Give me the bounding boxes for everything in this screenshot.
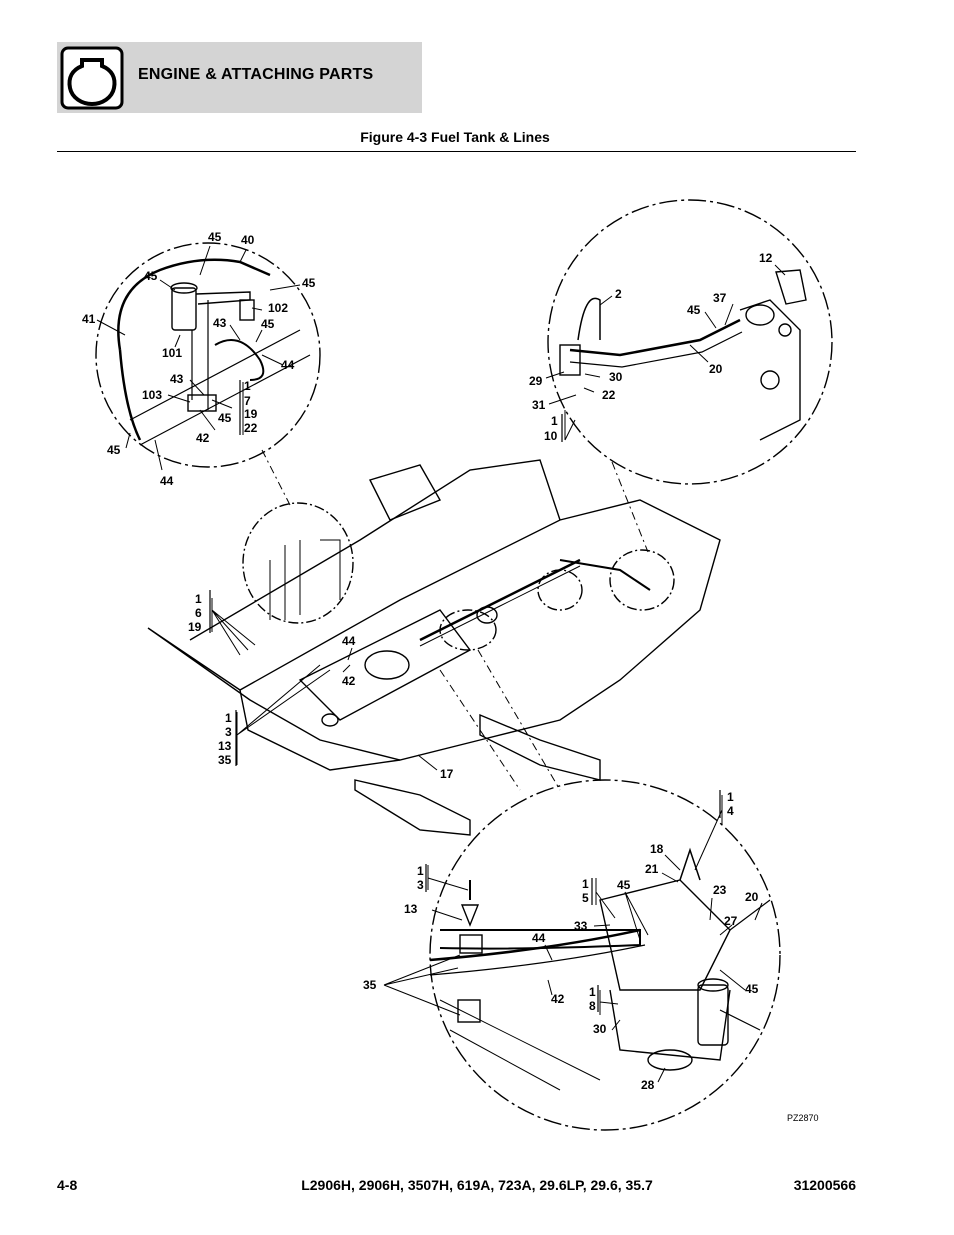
callout: 29 [529,374,543,388]
callout: 44 [532,931,546,945]
callout: 31 [532,398,546,412]
figure-title: Figure 4-3 Fuel Tank & Lines [360,129,550,145]
callout: 13 [218,739,232,753]
callout: 17 [440,767,454,781]
callout: 43 [170,372,184,386]
callout: 3 [225,725,232,739]
callout: 8 [589,999,596,1013]
callout: 6 [195,606,202,620]
callout: 42 [551,992,565,1006]
callout: 5 [582,891,589,905]
callout: 101 [162,346,182,360]
callout: 35 [363,978,377,992]
section-title: ENGINE & ATTACHING PARTS [138,66,374,83]
callout: 1 [417,864,424,878]
callout: 45 [208,230,222,244]
detail-circle-top-left [95,242,321,468]
document-number: 31200566 [793,1177,856,1193]
detail-circle-bottom [429,779,781,1131]
callout: 13 [404,902,418,916]
callout: 45 [261,317,275,331]
callout: 45 [745,982,759,996]
callout: 44 [281,358,295,372]
callout: 1 [727,790,734,804]
callout: 33 [574,919,588,933]
callout: 7 [244,394,251,408]
callout: 20 [745,890,759,904]
drawing-reference: PZ2870 [787,1113,819,1123]
callout: 42 [196,431,210,445]
callout: 45 [687,303,701,317]
callout: 22 [244,421,258,435]
callout: 40 [241,233,255,247]
callout: 22 [602,388,616,402]
callout: 23 [713,883,727,897]
page-number: 4-8 [57,1177,78,1193]
callout: 44 [160,474,174,488]
callout: 12 [759,251,773,265]
callout: 20 [709,362,723,376]
callout: 1 [225,711,232,725]
callout: 37 [713,291,727,305]
callout: 3 [417,878,424,892]
callout: 27 [724,914,738,928]
callout: 2 [615,287,622,301]
callout: 45 [144,269,158,283]
callout: 19 [244,407,258,421]
callout: 28 [641,1078,655,1092]
title-rule [57,151,856,152]
callout: 103 [142,388,162,402]
callout: 102 [268,301,288,315]
model-list: L2906H, 2906H, 3507H, 619A, 723A, 29.6LP… [301,1177,653,1193]
callout: 1 [589,985,596,999]
engine-icon [60,46,124,110]
detail-circle-top-right [547,199,833,485]
callout: 30 [609,370,623,384]
callout: 21 [645,862,659,876]
callout: 44 [342,634,356,648]
callout: 35 [218,753,232,767]
callout: 10 [544,429,558,443]
locator-circle-filler [609,549,675,611]
callout: 1 [244,379,251,393]
callout: 45 [302,276,316,290]
callout: 43 [213,316,227,330]
callout: 1 [582,877,589,891]
callout: 45 [218,411,232,425]
callout: 45 [617,878,631,892]
callout: 45 [107,443,121,457]
callout: 41 [82,312,96,326]
callout: 30 [593,1022,607,1036]
callout: 18 [650,842,664,856]
callout: 19 [188,620,202,634]
locator-circle-filter [242,502,354,624]
callout: 1 [195,592,202,606]
callout: 4 [727,804,734,818]
callout: 42 [342,674,356,688]
callout: 1 [551,414,558,428]
